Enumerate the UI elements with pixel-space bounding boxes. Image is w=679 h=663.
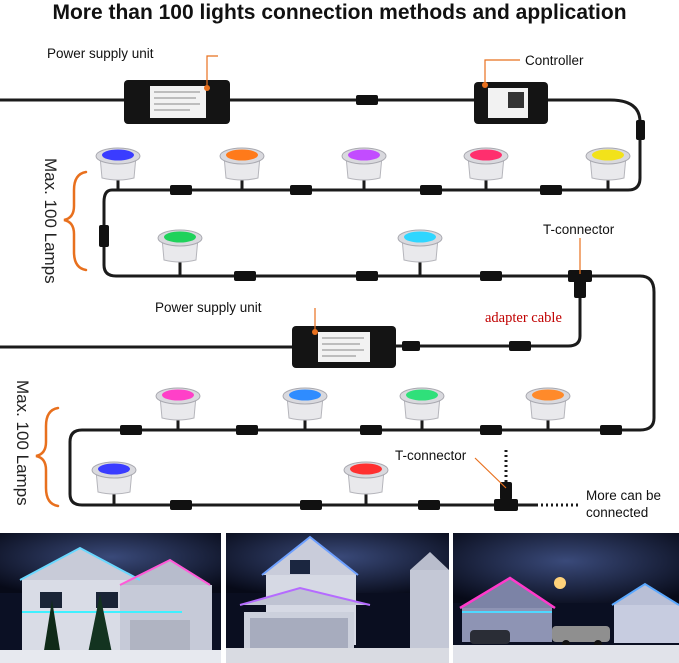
house-night-photo-2 xyxy=(226,533,449,663)
lamp-row2-1 xyxy=(157,229,203,263)
lamp-row3-4 xyxy=(525,387,571,421)
leader-lines xyxy=(206,55,581,489)
label-controller: Controller xyxy=(525,53,584,68)
cable-network xyxy=(0,98,656,507)
t-connector-2 xyxy=(494,482,518,511)
bracket-2 xyxy=(35,406,60,508)
label-more-line2: connected xyxy=(586,505,649,520)
label-t-connector-1: T-connector xyxy=(543,222,615,237)
lamp-row1-2 xyxy=(219,147,265,181)
lamp-row3-1 xyxy=(155,387,201,421)
label-more-line1: More can be xyxy=(586,488,662,503)
controller-box xyxy=(474,82,548,124)
lamp-row1-5 xyxy=(585,147,631,181)
label-max-lamps-1: Max. 100 Lamps xyxy=(41,158,60,284)
power-supply-unit-top xyxy=(124,80,230,124)
bracket-1 xyxy=(63,170,88,272)
house-night-photo-1 xyxy=(0,533,221,663)
cable-continuation-dots xyxy=(224,274,580,507)
cable-plugs xyxy=(99,95,645,510)
label-t-connector-2: T-connector xyxy=(395,448,467,463)
lamp-row1-3 xyxy=(341,147,387,181)
lamp-row1-4 xyxy=(463,147,509,181)
t-connector-1 xyxy=(568,270,592,298)
power-supply-unit-middle xyxy=(292,326,396,368)
lamp-row3-3 xyxy=(399,387,445,421)
label-power-supply-unit-middle: Power supply unit xyxy=(155,300,262,315)
lamp-row2-2 xyxy=(397,229,443,263)
diagram-title: More than 100 lights connection methods … xyxy=(52,1,627,24)
lamp-group xyxy=(91,147,631,495)
lamp-row1-1 xyxy=(95,147,141,181)
lamp-row4-1 xyxy=(91,461,137,495)
house-night-photo-3 xyxy=(453,533,679,663)
lamp-row3-2 xyxy=(282,387,328,421)
lamp-row4-2 xyxy=(343,461,389,495)
label-max-lamps-2: Max. 100 Lamps xyxy=(13,380,32,506)
label-power-supply-unit-top: Power supply unit xyxy=(47,46,154,61)
label-adapter-cable: adapter cable xyxy=(485,310,562,326)
